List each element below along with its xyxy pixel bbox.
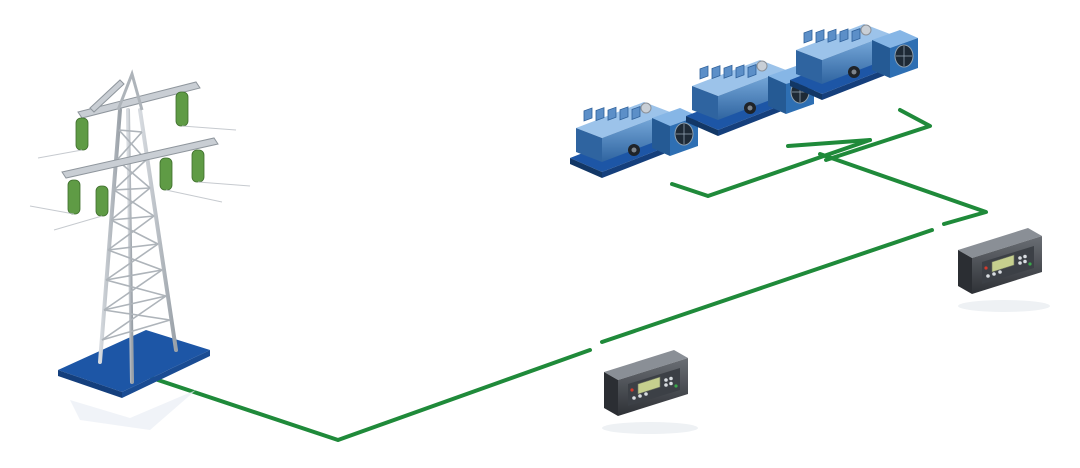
- cable-main-upper: [600, 228, 934, 344]
- controller-unit-icon: [603, 349, 689, 417]
- transmission-tower-icon: [29, 69, 251, 430]
- generator-set-2: [685, 59, 815, 137]
- cable-tower-main: [150, 348, 592, 442]
- cable-genset-2: [786, 138, 872, 148]
- controller-unit-2: [957, 227, 1050, 312]
- controller-unit-icon: [957, 227, 1043, 295]
- generator-set-1: [569, 101, 699, 179]
- generator-set-3: [789, 23, 919, 101]
- engine-generator-icon: [685, 59, 815, 137]
- cable-right-junction: [818, 152, 988, 226]
- cable-genset-1: [670, 138, 872, 198]
- cable-genset-3: [824, 108, 932, 162]
- engine-generator-icon: [789, 23, 919, 101]
- engine-generator-icon: [569, 101, 699, 179]
- cable-network: [150, 108, 988, 442]
- controller-unit-1: [602, 349, 698, 434]
